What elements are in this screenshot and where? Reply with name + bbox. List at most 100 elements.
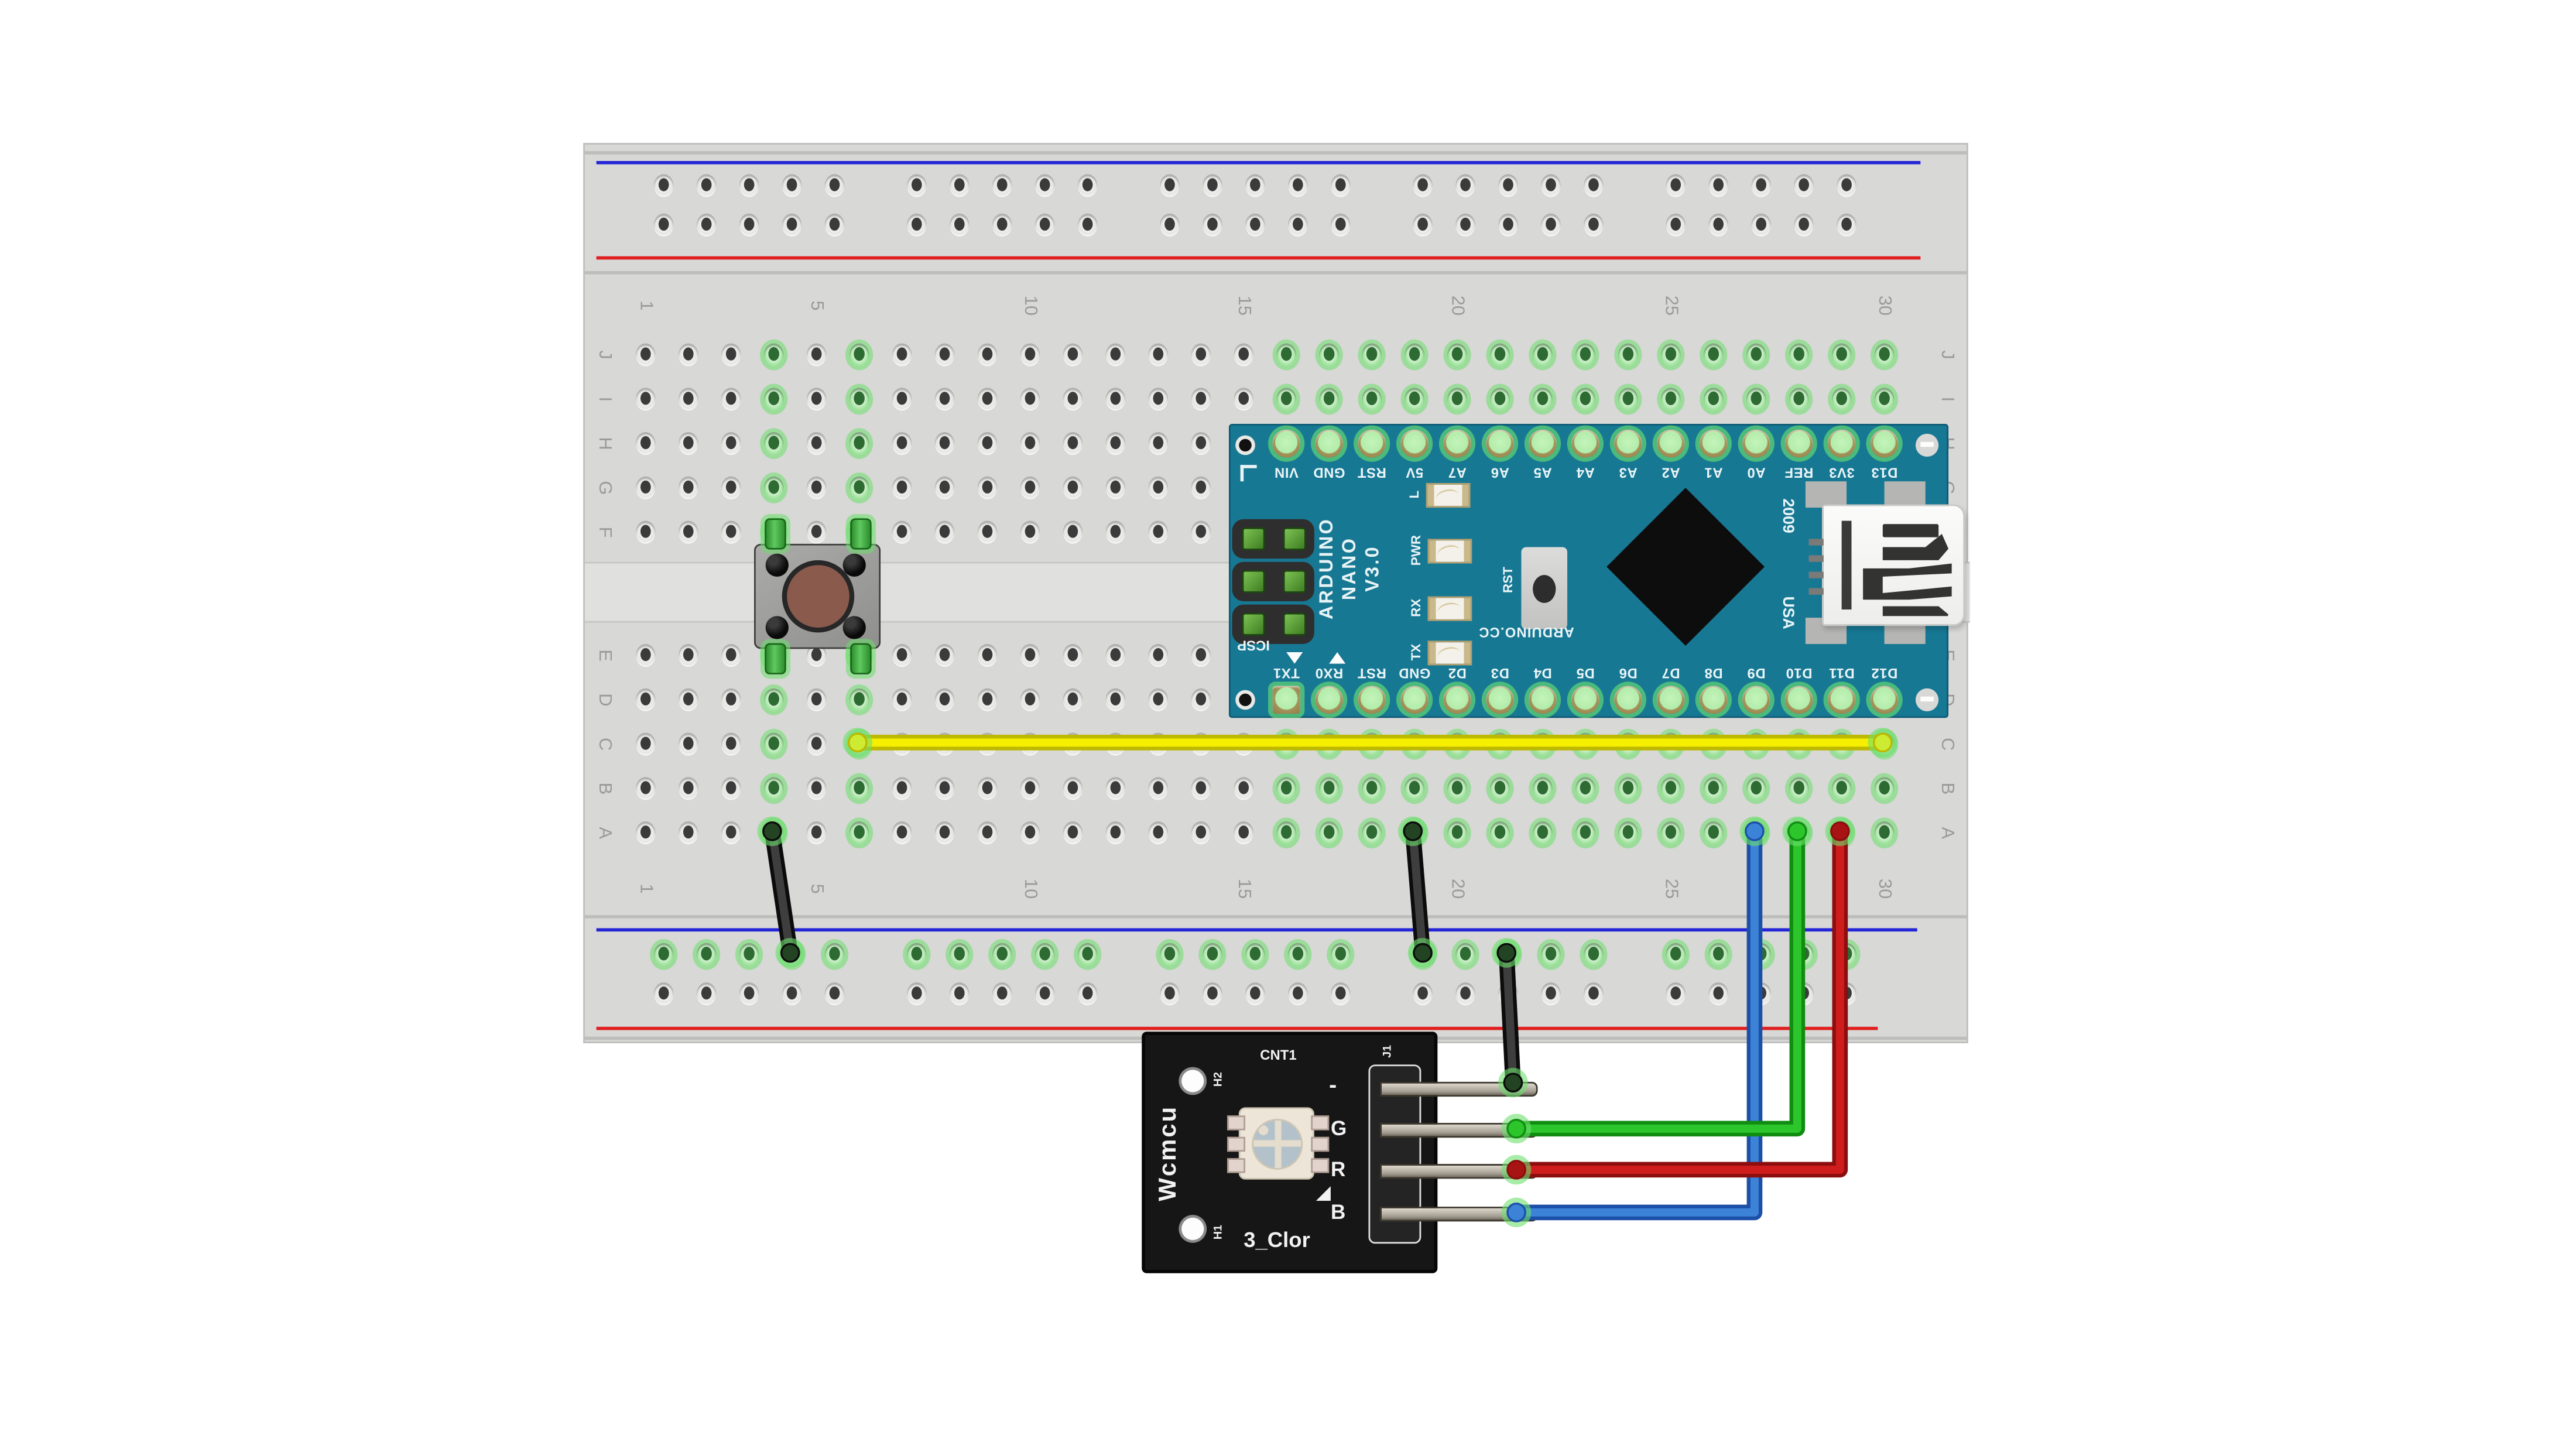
nano-pin-A2[interactable] xyxy=(1656,429,1685,458)
breadboard-coordinate-label: C xyxy=(594,738,615,751)
nano-pin-D3[interactable] xyxy=(1486,686,1514,714)
nano-pin-A3[interactable] xyxy=(1614,429,1642,458)
nano-pin-GND[interactable] xyxy=(1315,429,1344,458)
icsp-pin[interactable] xyxy=(1242,570,1265,594)
breadboard-coordinate-label: G xyxy=(594,481,615,495)
breadboard-hole xyxy=(1831,777,1852,800)
nano-pin-label: 5V xyxy=(1405,465,1424,482)
button-cap[interactable] xyxy=(781,560,854,633)
module-pin-minus[interactable] xyxy=(1380,1081,1538,1097)
button-corner-contact xyxy=(842,553,866,577)
nano-pin-TX1[interactable] xyxy=(1272,686,1301,714)
breadboard-hole xyxy=(1063,688,1083,712)
breadboard-hole xyxy=(678,732,698,756)
breadboard-hole xyxy=(1077,174,1098,197)
nano-pin-label: REF xyxy=(1784,465,1814,482)
nano-pin-label: D5 xyxy=(1576,665,1595,682)
breadboard-hole xyxy=(934,476,955,500)
nano-pin-label: D4 xyxy=(1533,665,1552,682)
breadboard-hole xyxy=(1490,777,1510,800)
icsp-pin[interactable] xyxy=(1242,612,1265,636)
module-pin-g[interactable] xyxy=(1380,1122,1538,1138)
breadboard-hole xyxy=(934,520,955,544)
breadboard-hole xyxy=(1362,732,1382,756)
breadboard-hole xyxy=(934,343,955,366)
positive-rail-line-top xyxy=(596,256,1921,261)
nano-pin-RST[interactable] xyxy=(1358,686,1386,714)
breadboard-hole xyxy=(1660,821,1681,845)
breadboard-hole xyxy=(977,476,998,500)
breadboard-hole xyxy=(653,174,674,197)
breadboard-hole xyxy=(763,388,784,411)
breadboard-hole xyxy=(763,777,784,800)
nano-pin-A0[interactable] xyxy=(1742,429,1770,458)
nano-pin-D11[interactable] xyxy=(1827,686,1856,714)
nano-pin-RX0[interactable] xyxy=(1315,686,1344,714)
nano-pin-D7[interactable] xyxy=(1656,686,1685,714)
button-pin xyxy=(850,518,872,550)
breadboard-hole xyxy=(1660,777,1681,800)
reset-button[interactable] xyxy=(1521,547,1568,629)
breadboard-hole xyxy=(1020,343,1040,366)
breadboard-hole xyxy=(824,213,845,237)
usb-solder-leg xyxy=(1808,539,1824,546)
breadboard-hole xyxy=(1148,688,1169,712)
breadboard-hole xyxy=(1703,732,1724,756)
reset-button-cap[interactable] xyxy=(1533,575,1556,603)
breadboard-hole xyxy=(1837,943,1856,966)
nano-pin-D12[interactable] xyxy=(1870,686,1899,714)
breadboard-coordinate-label: 30 xyxy=(1874,878,1895,899)
module-pin-r[interactable] xyxy=(1380,1164,1538,1179)
nano-pin-REF[interactable] xyxy=(1784,429,1813,458)
nano-pin-D2[interactable] xyxy=(1443,686,1471,714)
nano-pin-3V3[interactable] xyxy=(1827,429,1856,458)
breadboard-hole xyxy=(1245,982,1265,1006)
nano-pin-A6[interactable] xyxy=(1486,429,1514,458)
nano-pin-GND[interactable] xyxy=(1400,686,1429,714)
breadboard-hole xyxy=(1874,777,1895,800)
mini-usb-connector[interactable] xyxy=(1808,504,1965,626)
nano-pin-A5[interactable] xyxy=(1529,429,1557,458)
breadboard-coordinate-label: C xyxy=(1937,738,1957,751)
breadboard-hole xyxy=(934,732,955,756)
nano-pin-VIN[interactable] xyxy=(1272,429,1301,458)
push-button[interactable] xyxy=(754,518,881,674)
nano-pin-D9[interactable] xyxy=(1742,686,1770,714)
module-pin-b[interactable] xyxy=(1380,1207,1538,1222)
mounting-hole-bottom-left xyxy=(1235,690,1255,710)
breadboard-hole xyxy=(992,943,1012,966)
nano-pin-label: D8 xyxy=(1704,665,1723,682)
breadboard-coordinate-label: F xyxy=(594,526,615,538)
icsp-pin[interactable] xyxy=(1283,527,1306,551)
breadboard-hole xyxy=(1584,174,1604,197)
nano-pin-D5[interactable] xyxy=(1571,686,1599,714)
nano-pin-D4[interactable] xyxy=(1529,686,1557,714)
nano-pin-D6[interactable] xyxy=(1614,686,1642,714)
nano-pin-label: VIN xyxy=(1274,465,1299,482)
led-stub-pin xyxy=(1227,1136,1246,1152)
rgb-led-module[interactable]: H2 H1 Wcmcu CNT1 3_Clor J1 - G R B xyxy=(1142,1032,1538,1273)
icsp-pin[interactable] xyxy=(1283,612,1306,636)
breadboard-hole xyxy=(1831,343,1852,366)
breadboard-hole xyxy=(977,520,998,544)
breadboard-hole xyxy=(1541,174,1561,197)
nano-pin-D8[interactable] xyxy=(1699,686,1728,714)
breadboard-hole xyxy=(1533,732,1553,756)
nano-pin-5V[interactable] xyxy=(1400,429,1429,458)
nano-pin-A7[interactable] xyxy=(1443,429,1471,458)
breadboard-hole xyxy=(1191,777,1211,800)
icsp-pin[interactable] xyxy=(1242,527,1265,551)
nano-pin-label: A7 xyxy=(1448,465,1467,482)
breadboard-hole xyxy=(1203,943,1222,966)
nano-pin-D13[interactable] xyxy=(1870,429,1899,458)
breadboard-hole xyxy=(1666,982,1686,1006)
nano-pin-A4[interactable] xyxy=(1571,429,1599,458)
icsp-pin[interactable] xyxy=(1283,570,1306,594)
breadboard-hole xyxy=(1034,943,1055,966)
nano-pin-D10[interactable] xyxy=(1784,686,1813,714)
breadboard-hole xyxy=(1319,821,1339,845)
nano-pin-label: D7 xyxy=(1661,665,1680,682)
nano-pin-A1[interactable] xyxy=(1699,429,1728,458)
nano-pin-RST[interactable] xyxy=(1358,429,1386,458)
